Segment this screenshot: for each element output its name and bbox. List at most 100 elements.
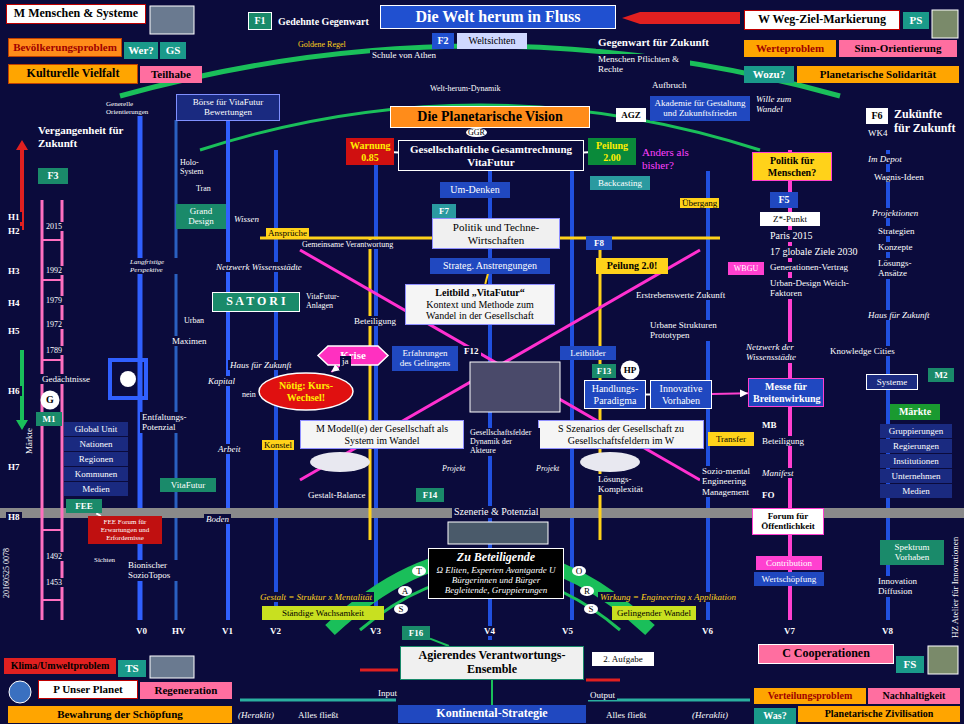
text-box: Regierungen — [880, 439, 952, 453]
text-box: 2. Aufgabe — [592, 652, 654, 666]
decoration — [580, 452, 640, 472]
text-box: Z*-Punkt — [760, 212, 820, 226]
label: Ansprüche — [266, 228, 309, 238]
node-text: Regionen — [68, 454, 124, 464]
text-box: W Weg-Ziel-Markierung — [744, 10, 900, 30]
decoration — [42, 359, 62, 361]
node-text: Nachhaltigkeit — [872, 690, 956, 702]
label: VitaFutur-Anlagen — [304, 292, 356, 310]
text-box: Verteilungsproblem — [754, 688, 866, 704]
text-box: Strateg. Anstrengungen — [430, 258, 550, 274]
node-text: M Modell(e) der Gesellschaft als System … — [305, 423, 459, 446]
text-box: Politik und Techne-Wirtschaften — [432, 218, 560, 249]
decoration — [110, 360, 146, 398]
text-box: Werteproblem — [744, 40, 836, 57]
label: V3 — [368, 626, 383, 636]
text-box: Zu BeteiligendeΩ Eliten, Experten Avantg… — [428, 548, 564, 599]
circle-shape — [621, 361, 640, 380]
text-box: Gelingender Wandel — [612, 606, 696, 620]
node-text: M2 — [932, 370, 950, 380]
node-text: TS — [122, 662, 142, 675]
label: Im Depot — [866, 154, 904, 164]
label: Haus für Zukunft — [866, 310, 932, 320]
connector — [430, 639, 449, 646]
label: Übergang — [680, 198, 719, 208]
text-box: F3 — [38, 168, 68, 184]
label: nein — [240, 390, 258, 399]
label: H2 — [6, 226, 22, 236]
node-text: F13 — [596, 366, 612, 376]
node-text: Gruppierungen — [884, 426, 948, 436]
text-box: F16 — [402, 626, 430, 640]
text-box: Agierendes Verantwortungs-Ensemble — [400, 646, 584, 680]
label: Gestalt-Balance — [306, 490, 367, 500]
label: Gegenwart für Zukunft — [596, 36, 711, 49]
text-box: Akademie für Gestaltung und Zukunftsfrie… — [650, 96, 750, 121]
text-box: TS — [118, 660, 146, 677]
node-text: Handlungs-Paradigma — [589, 383, 641, 406]
node-text: Peilung — [592, 140, 632, 152]
text-box: F13 — [592, 364, 616, 378]
label: Lösungs-Ansätze — [876, 258, 940, 279]
label: Gesellschaftsfelder Dynamik der Akteure — [468, 428, 540, 456]
label: HV — [170, 626, 188, 636]
node-text: GS — [164, 44, 182, 57]
text-box: C Cooperationen — [758, 644, 894, 664]
node-text: FEE — [70, 501, 98, 511]
node-text: Börse für VitaFutur Bewertungen — [181, 97, 275, 118]
label: V0 — [134, 626, 149, 636]
node-text: Erfahrungen des Gelingens — [396, 348, 454, 369]
connector — [491, 680, 493, 705]
text-box: M1 — [36, 412, 62, 426]
node-text: F6 — [870, 110, 884, 122]
node-text: Bewahrung der Schöpfung — [12, 708, 228, 721]
node-text: Grand Design — [180, 206, 222, 227]
node-text: Backcasting — [594, 178, 646, 188]
text-box: F14 — [416, 488, 444, 502]
label: F12 — [462, 346, 481, 356]
text-box: Ständige Wachsamkeit — [262, 606, 384, 620]
node-text: Politik für Menschen? — [757, 155, 827, 178]
label: Tran — [194, 184, 213, 193]
label: Gedehnte Gegenwart — [276, 16, 371, 28]
label: 1992 — [44, 266, 64, 275]
text-box: M Menschen & Systeme — [6, 4, 146, 24]
node-text: Agierendes Verantwortungs-Ensemble — [405, 649, 579, 677]
decoration — [42, 599, 62, 601]
node-text: Unternehmen — [884, 471, 948, 481]
node-text: F16 — [406, 628, 426, 638]
label: Projekt — [534, 464, 561, 473]
text-box: Planetarische Zivilisation — [798, 706, 960, 722]
decoration — [42, 279, 62, 281]
node-text: Akademie für Gestaltung und Zukunftsfrie… — [654, 98, 746, 119]
node-text: Contribution — [760, 558, 818, 568]
text-box: Spektrum Vorhaben — [880, 540, 944, 565]
node-text: P Unser Planet — [43, 683, 133, 696]
text-box: Planetarische Solidarität — [797, 66, 959, 83]
label: Maximen — [170, 336, 209, 346]
decoration — [300, 250, 700, 480]
label: V6 — [700, 626, 715, 636]
label: Innovation Diffusion — [876, 576, 940, 597]
label: Beteiligung — [760, 436, 806, 446]
text-box: Medien — [880, 484, 952, 498]
text-box: S Szenarios der Gesellschaft zu Gesellsc… — [538, 420, 704, 449]
node-text: 2.00 — [592, 152, 632, 164]
text-box: Nachhaltigkeit — [868, 688, 960, 704]
text-box: Um-Denken — [440, 182, 510, 198]
text-box: P Unser Planet — [38, 680, 138, 699]
node-text: Messe für Breitenwirkung — [753, 381, 819, 404]
text-box: Kommunen — [64, 467, 128, 481]
label: Konzepte — [876, 242, 914, 252]
label: Haus für Zukunft — [228, 360, 294, 370]
decoration — [570, 150, 574, 620]
text-box: Grand Design — [176, 204, 226, 229]
label: A — [398, 586, 412, 596]
connector — [485, 274, 488, 285]
label: Generationen-Vertrag — [768, 262, 850, 272]
label: Urban-Design Weich-Faktoren — [768, 278, 868, 299]
label: Kapital — [206, 376, 237, 386]
node-text: Gesellschaftliche Gesamtrechnung VitaFut… — [403, 143, 579, 168]
node-text: Was? — [758, 710, 792, 722]
label: (Heraklit) — [690, 710, 730, 720]
